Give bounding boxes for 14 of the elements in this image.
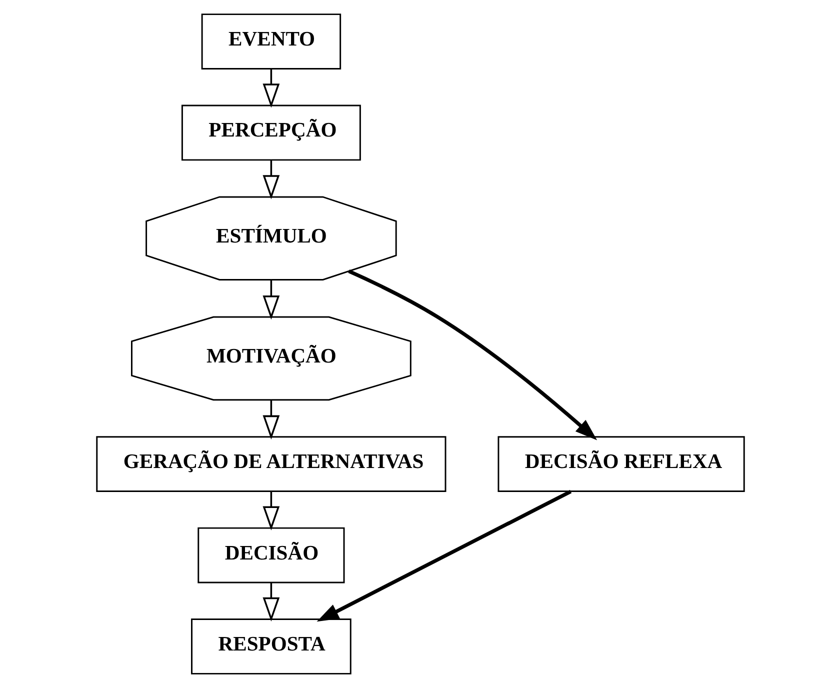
node-box: GERAÇÃO DE ALTERNATIVAS bbox=[96, 436, 446, 492]
arrow bbox=[262, 492, 280, 530]
arrow bbox=[316, 490, 572, 622]
arrow bbox=[262, 582, 280, 622]
arrow bbox=[262, 400, 280, 440]
arrow bbox=[262, 68, 280, 108]
node-box: RESPOSTA bbox=[190, 618, 351, 674]
node-box: PERCEPÇÃO bbox=[180, 104, 360, 161]
node-box: EVENTO bbox=[200, 14, 341, 70]
node-box: DECISÃO REFLEXA bbox=[497, 436, 744, 492]
arrow bbox=[262, 160, 280, 200]
arrow bbox=[348, 270, 597, 440]
node-box: DECISÃO bbox=[197, 527, 344, 584]
arrow bbox=[262, 280, 280, 320]
